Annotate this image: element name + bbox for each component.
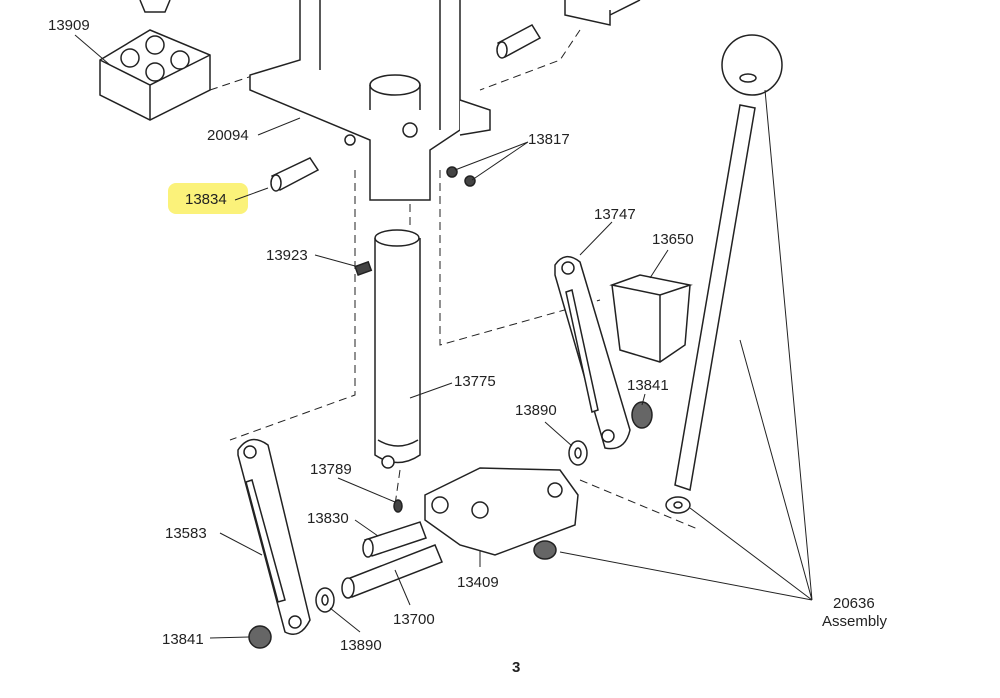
pin-13830: [362, 521, 427, 558]
link-13747: [554, 256, 631, 450]
page-number: 3: [512, 659, 521, 676]
set-screw-13923: [354, 260, 373, 277]
press-frame-20094: [249, 0, 641, 201]
pin-upper: [496, 24, 542, 59]
part-label-13923: 13923: [266, 247, 308, 264]
die-plate-13909: [99, 0, 211, 121]
part-label-13775: 13775: [454, 373, 496, 390]
screws-13817: [446, 166, 476, 187]
part-label-13834: 13834: [185, 191, 227, 208]
part-label-13700: 13700: [393, 611, 435, 628]
washers: [315, 440, 691, 613]
part-label-13841: 13841: [627, 377, 669, 394]
part-label-13409: 13409: [457, 574, 499, 591]
part-label-13650: 13650: [652, 231, 694, 248]
pin-13834: [270, 157, 320, 192]
leader-lines: [74, 34, 813, 639]
ram-tube-13775: [374, 229, 421, 469]
handle-rod: [674, 34, 783, 491]
assembly-label: Assembly: [822, 613, 888, 630]
part-label-13747: 13747: [594, 206, 636, 223]
part-label-13583: 13583: [165, 525, 207, 542]
part-label-13830: 13830: [307, 510, 349, 527]
pin-13700: [341, 544, 443, 599]
block-13409: [424, 467, 579, 556]
part-label-13817: 13817: [528, 131, 570, 148]
pin-13789: [393, 499, 403, 513]
part-label-13909: 13909: [48, 17, 90, 34]
part-label-13841-lower: 13841: [162, 631, 204, 648]
part-label-13890-lower: 13890: [340, 637, 382, 654]
link-13583: [237, 438, 311, 635]
part-label-20636: 20636: [833, 595, 875, 612]
highlight-13834: [168, 183, 248, 214]
cup-13650: [609, 274, 693, 363]
assembly-lines: [209, 29, 701, 531]
part-label-20094: 20094: [207, 127, 249, 144]
part-label-13890: 13890: [515, 402, 557, 419]
part-label-13789: 13789: [310, 461, 352, 478]
